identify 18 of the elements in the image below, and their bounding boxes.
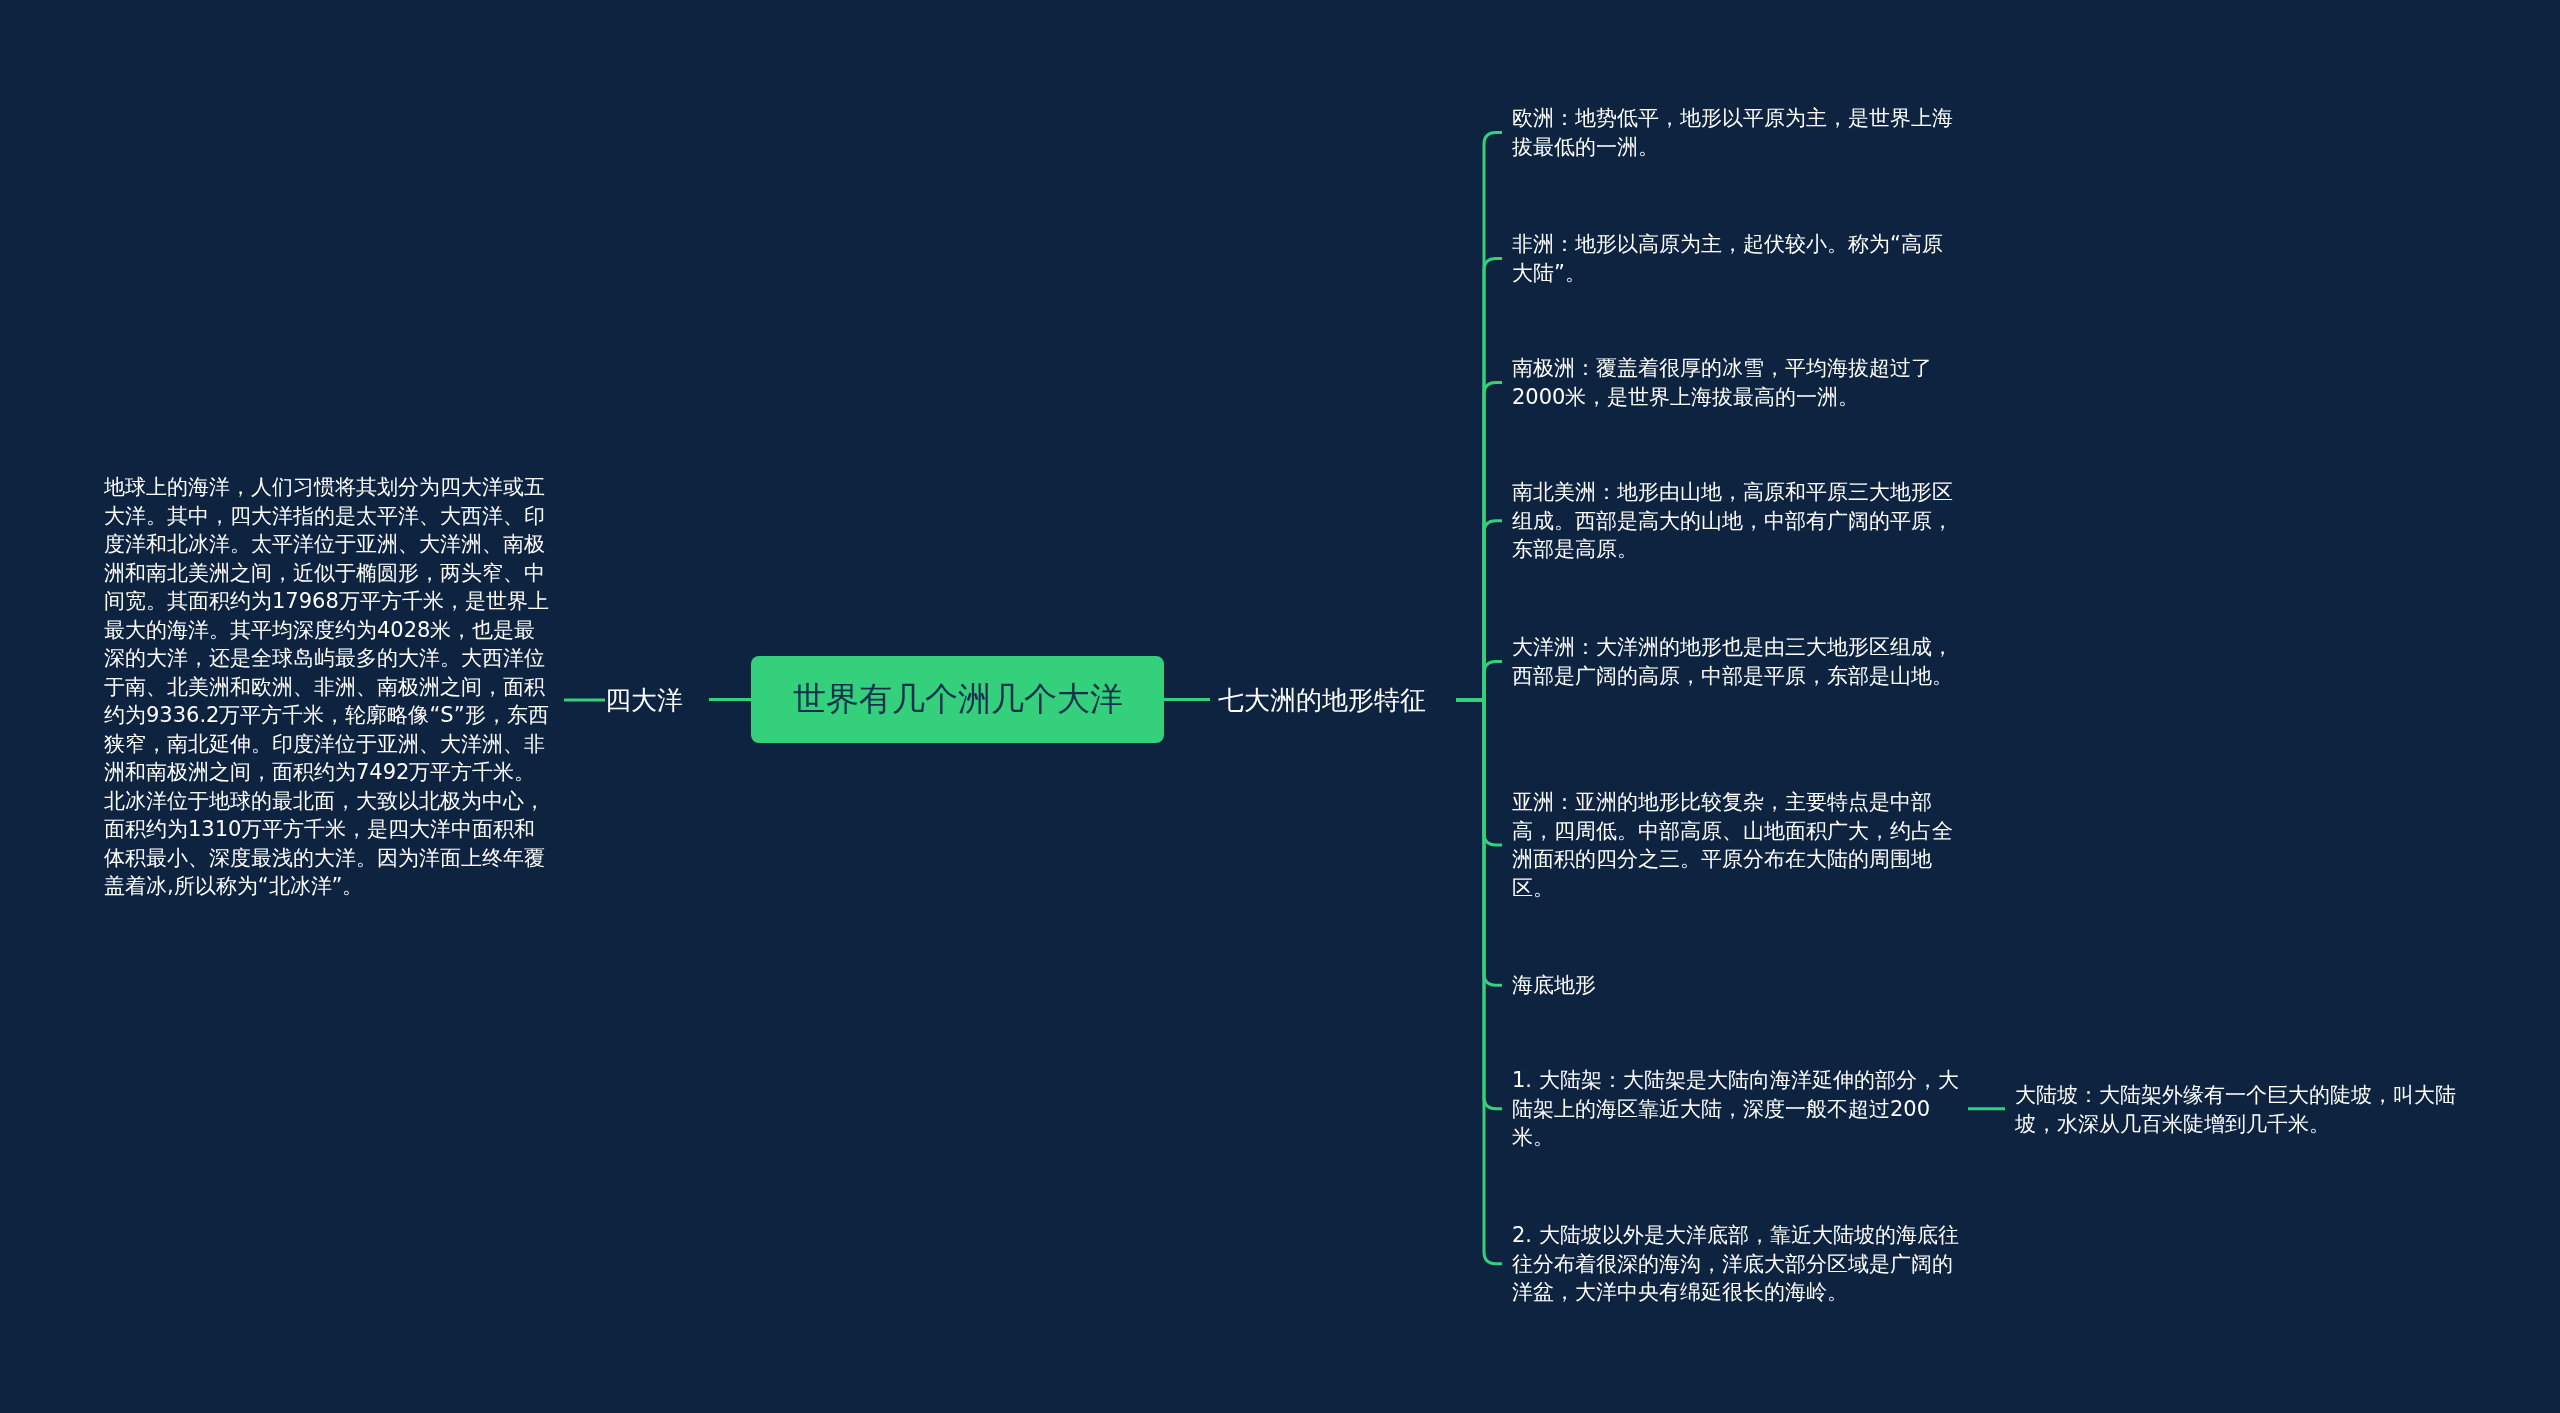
topic-text: 南北美洲：地形由山地，高原和平原三大地形区组成。西部是高大的山地，中部有广阔的平原，东部是高原。	[1512, 478, 1962, 564]
topic-text: 南极洲：覆盖着很厚的冰雪，平均海拔超过了2000米，是世界上海拔最高的一洲。	[1512, 354, 1962, 411]
topic-text: 非洲：地形以高原为主，起伏较小。称为“高原大陆”。	[1512, 230, 1962, 287]
topic-text: 海底地形	[1512, 971, 1962, 1000]
topic-text: 四大洋	[605, 682, 701, 718]
connector-line	[1968, 1107, 2005, 1111]
topic-text: 地球上的海洋，人们习惯将其划分为四大洋或五大洋。其中，四大洋指的是太平洋、大西洋、印度洋和北冰洋。太平洋位于亚洲、大洋洲、南极洲和南北美洲之间，近似于椭圆形，两头窄、中间宽。其面积约为17968万平方千米，是世界上最大的海洋。其平均深度约为4028米，也是最深的大洋，还是全球岛屿最多的大洋。大西洋位于南、北美洲和欧洲、非洲、南极洲之间，面积约为9336.2万平方千米，轮廓略像“S”形，东西狭窄，南北延伸。印度洋位于亚洲、大洋洲、非洲和南极洲之间，面积约为7492万平方千米。北冰洋位于地球的最北面，大致以北极为中心，面积约为1310万平方千米，是四大洋中面积和体积最小、深度最浅的大洋。因为洋面上终年覆盖着冰,所以称为“北冰洋”。	[104, 473, 556, 901]
topic-text: 大洋洲：大洋洲的地形也是由三大地形区组成，西部是广阔的高原，中部是平原，东部是山地。	[1512, 633, 1962, 690]
topic-text: 亚洲：亚洲的地形比较复杂，主要特点是中部高，四周低。中部高原、山地面积广大，约占全洲面积的四分之三。平原分布在大陆的周围地区。	[1512, 788, 1962, 902]
connector-line	[564, 698, 605, 702]
connector-line	[709, 698, 751, 701]
topic-text: 七大洲的地形特征	[1218, 682, 1450, 718]
root-topic-box: 世界有几个洲几个大洋	[751, 656, 1164, 743]
topic-text: 2. 大陆坡以外是大洋底部，靠近大陆坡的海底往往分布着很深的海沟，洋底大部分区域是广阔的洋盆，大洋中央有绵延很长的海岭。	[1512, 1221, 1962, 1307]
topic-text: 欧洲：地势低平，地形以平原为主，是世界上海拔最低的一洲。	[1512, 104, 1962, 161]
topic-text: 大陆坡：大陆架外缘有一个巨大的陡坡，叫大陆坡，水深从几百米陡增到几千米。	[2015, 1081, 2465, 1138]
connector-line	[1164, 698, 1210, 701]
topic-text: 1. 大陆架：大陆架是大陆向海洋延伸的部分，大陆架上的海区靠近大陆，深度一般不超过200米。	[1512, 1066, 1962, 1152]
